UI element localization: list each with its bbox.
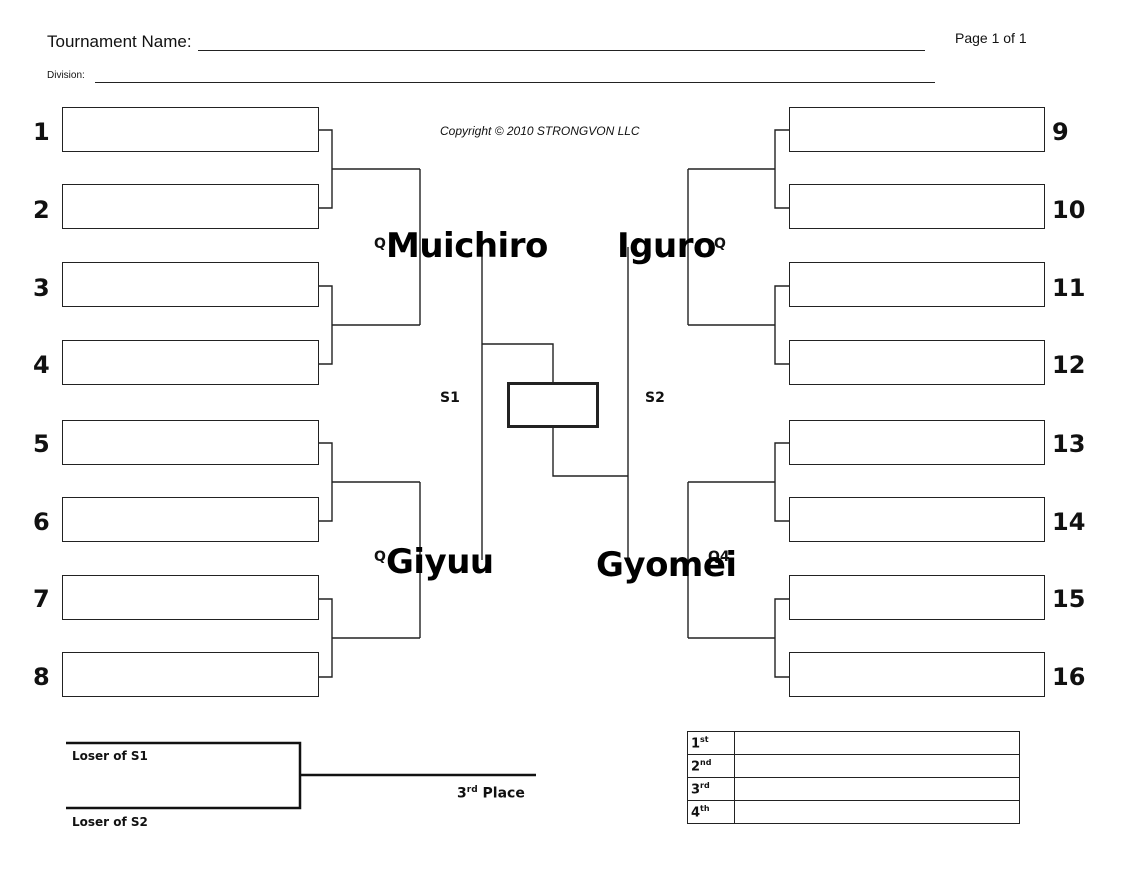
placing-rank: 4th bbox=[687, 800, 735, 824]
tournament-name-line[interactable] bbox=[198, 50, 925, 51]
seed-number: 6 bbox=[33, 508, 50, 536]
slot-3[interactable] bbox=[62, 262, 319, 307]
page-number: Page 1 of 1 bbox=[955, 30, 1027, 46]
slot-7[interactable] bbox=[62, 575, 319, 620]
placing-row: 2nd bbox=[687, 754, 1020, 778]
winner-name-q4: Gyomei bbox=[596, 545, 737, 585]
seed-number: 15 bbox=[1052, 585, 1086, 613]
slot-4[interactable] bbox=[62, 340, 319, 385]
placing-value[interactable] bbox=[734, 754, 1020, 778]
placing-rank: 2nd bbox=[687, 754, 735, 778]
seed-number: 2 bbox=[33, 196, 50, 224]
seed-number: 12 bbox=[1052, 351, 1086, 379]
seed-number: 4 bbox=[33, 351, 50, 379]
placing-row: 3rd bbox=[687, 777, 1020, 801]
seed-number: 5 bbox=[33, 430, 50, 458]
third-place-label: 3rd Place bbox=[457, 785, 525, 802]
third-place-text: Place bbox=[477, 785, 525, 802]
division-line[interactable] bbox=[95, 82, 935, 83]
slot-12[interactable] bbox=[789, 340, 1045, 385]
loser-s1-label: Loser of S1 bbox=[72, 749, 148, 763]
slot-1[interactable] bbox=[62, 107, 319, 152]
placing-value[interactable] bbox=[734, 731, 1020, 755]
division-label: Division: bbox=[47, 70, 85, 81]
seed-number: 14 bbox=[1052, 508, 1086, 536]
tournament-name-label: Tournament Name: bbox=[47, 32, 192, 51]
copyright-text: Copyright © 2010 STRONGVON LLC bbox=[440, 124, 640, 138]
placings-table: 1st 2nd 3rd 4th bbox=[687, 731, 1020, 824]
seed-number: 11 bbox=[1052, 274, 1086, 302]
placing-value[interactable] bbox=[734, 777, 1020, 801]
seed-number: 16 bbox=[1052, 663, 1086, 691]
seed-number: 8 bbox=[33, 663, 50, 691]
seed-number: 10 bbox=[1052, 196, 1086, 224]
semifinal-label-s2: S2 bbox=[645, 390, 665, 406]
loser-s2-label: Loser of S2 bbox=[72, 815, 148, 829]
placing-rank: 3rd bbox=[687, 777, 735, 801]
winner-name-q3: Iguro bbox=[617, 226, 716, 266]
placing-row: 1st bbox=[687, 731, 1020, 755]
quarter-label-q1: Q bbox=[374, 236, 386, 252]
slot-9[interactable] bbox=[789, 107, 1045, 152]
slot-15[interactable] bbox=[789, 575, 1045, 620]
winner-name-q2: Giyuu bbox=[386, 542, 494, 582]
quarter-label-q3: Q bbox=[714, 236, 726, 252]
placing-value[interactable] bbox=[734, 800, 1020, 824]
third-place-num: 3 bbox=[457, 785, 467, 802]
seed-number: 3 bbox=[33, 274, 50, 302]
slot-5[interactable] bbox=[62, 420, 319, 465]
slot-10[interactable] bbox=[789, 184, 1045, 229]
quarter-label-q2: Q bbox=[374, 549, 386, 565]
slot-8[interactable] bbox=[62, 652, 319, 697]
slot-11[interactable] bbox=[789, 262, 1045, 307]
semifinal-label-s1: S1 bbox=[440, 390, 460, 406]
winner-name-q1: Muichiro bbox=[386, 226, 548, 266]
seed-number: 13 bbox=[1052, 430, 1086, 458]
seed-number: 7 bbox=[33, 585, 50, 613]
third-place-sup: rd bbox=[466, 785, 478, 795]
placing-rank: 1st bbox=[687, 731, 735, 755]
slot-16[interactable] bbox=[789, 652, 1045, 697]
slot-13[interactable] bbox=[789, 420, 1045, 465]
placing-row: 4th bbox=[687, 800, 1020, 824]
quarter-label-q4: Q4 bbox=[708, 549, 730, 565]
seed-number: 1 bbox=[33, 118, 50, 146]
championship-box[interactable] bbox=[507, 382, 599, 428]
slot-2[interactable] bbox=[62, 184, 319, 229]
slot-14[interactable] bbox=[789, 497, 1045, 542]
slot-6[interactable] bbox=[62, 497, 319, 542]
seed-number: 9 bbox=[1052, 118, 1069, 146]
